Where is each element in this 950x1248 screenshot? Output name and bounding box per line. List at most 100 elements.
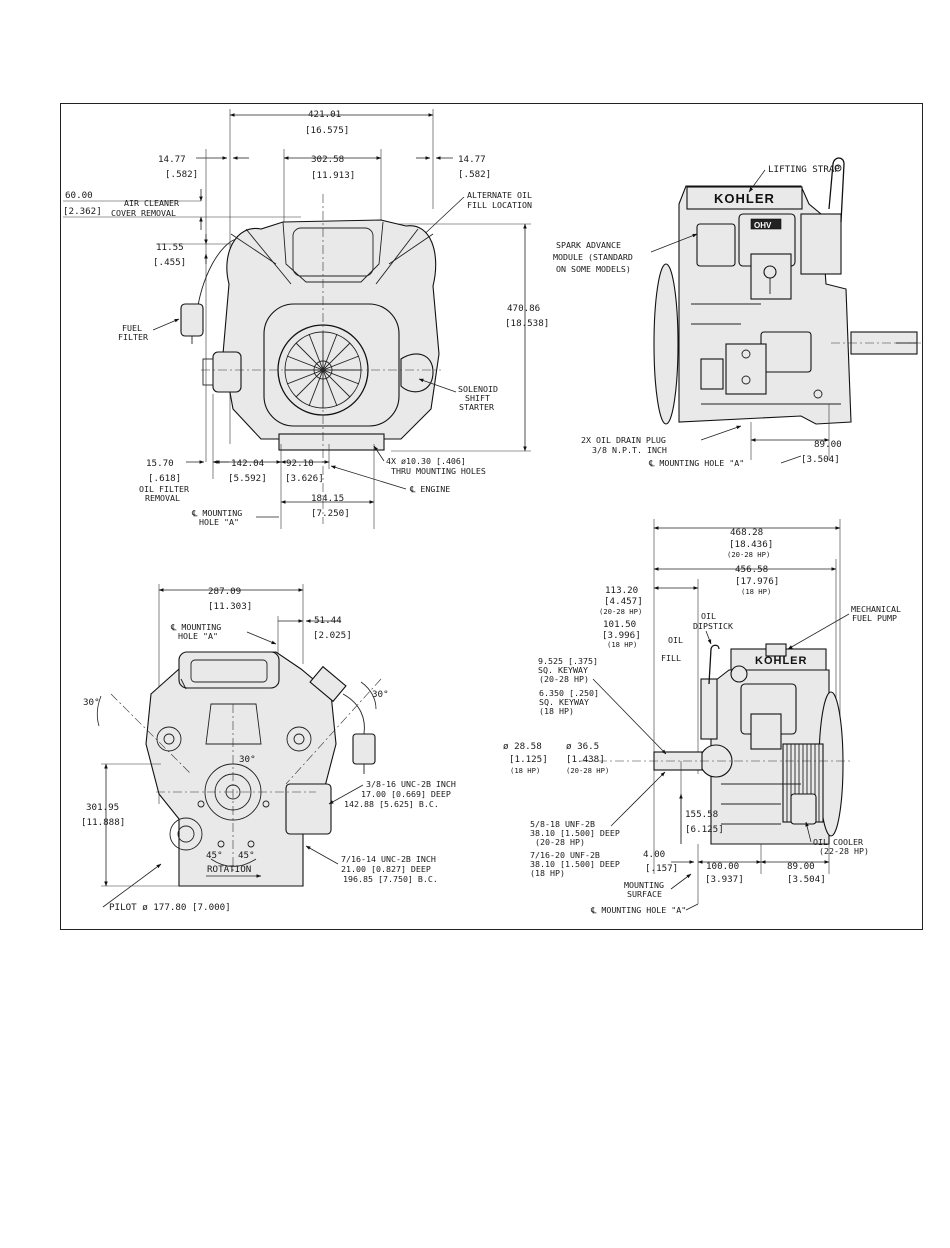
bottom-height-in: [11.888] xyxy=(81,817,125,828)
side-dim-89-mm: 89.00 xyxy=(814,439,842,450)
dim-113-hp: (20-28 HP) xyxy=(599,607,642,616)
front-view: 421.01 [16.575] 302.58 [11.913] 14.77 [.… xyxy=(63,109,549,529)
oil-cooler-label-1: OIL COOLER xyxy=(813,837,863,847)
dim-51-in: [2.025] xyxy=(313,630,352,641)
dim-470-mm: 470.86 xyxy=(507,303,540,314)
front-mount-hole-label-1: ℄ MOUNTING xyxy=(191,508,242,518)
side-dim-89-in: [3.504] xyxy=(801,454,840,465)
filter-removal-in: [.618] xyxy=(148,473,181,484)
right-thread2-line2: 38.10 [1.500] DEEP xyxy=(530,859,620,869)
dim-302-mm: 302.58 xyxy=(311,154,344,165)
mounting-surface-label-1: MOUNTING xyxy=(624,880,664,890)
fuel-pump-label-2: FUEL PUMP xyxy=(852,613,897,623)
spark-label-1: SPARK ADVANCE xyxy=(556,240,621,250)
dim-456-in: [17.976] xyxy=(735,576,779,587)
right-thread1-line3: (20-28 HP) xyxy=(535,837,585,847)
right-dim-89-in: [3.504] xyxy=(787,874,826,885)
dim-302-in: [11.913] xyxy=(311,170,355,181)
bottom-mount-hole-label-1: ℄ MOUNTING xyxy=(170,622,221,632)
air-cleaner-label-2: COVER REMOVAL xyxy=(111,208,176,218)
dim-100-mm: 100.00 xyxy=(706,861,739,872)
dim-287-mm: 287.09 xyxy=(208,586,241,597)
side-ohv-badge: OHV xyxy=(754,221,772,230)
bottom-thread1-line3: 142.88 [5.625] B.C. xyxy=(344,799,439,809)
right-dim-89-mm: 89.00 xyxy=(787,861,815,872)
shaft1-line3: (18 HP) xyxy=(510,766,540,775)
side-brand-logo: KOHLER xyxy=(714,191,775,206)
oil-fill-label-2: FILL xyxy=(661,653,681,663)
solenoid-label-2: SHIFT xyxy=(465,393,490,403)
side-view: KOHLER OHV LIFTING STRAP SPARK ADVANCE M… xyxy=(553,157,921,468)
dim-14-right-in: [.582] xyxy=(458,169,491,180)
dim-113-mm: 113.20 xyxy=(605,585,638,596)
shaft2-line1: ø 36.5 xyxy=(566,741,599,752)
side-brand-plate xyxy=(686,186,803,210)
dim-142-mm: 142.04 xyxy=(231,458,265,469)
dim-184-in: [7.250] xyxy=(311,508,350,519)
bottom-thread2-line2: 21.00 [0.827] DEEP xyxy=(341,864,431,874)
side-mount-hole-label: ℄ MOUNTING HOLE "A" xyxy=(648,458,744,468)
dim-155-mm: 155.58 xyxy=(685,809,718,820)
fuel-filter-label-1: FUEL xyxy=(122,323,142,333)
keyway2-line3: (18 HP) xyxy=(539,706,574,716)
angle-left: 30° xyxy=(83,697,100,708)
dim-101-mm: 101.50 xyxy=(603,619,636,630)
mounting-surface-label-2: SURFACE xyxy=(627,889,662,899)
dim-456-mm: 456.58 xyxy=(735,564,768,575)
dim-421-mm: 421.01 xyxy=(308,109,341,120)
air-cleaner-label-1: AIR CLEANER xyxy=(124,198,179,208)
dim-100-in: [3.937] xyxy=(705,874,744,885)
dipstick-label-2: DIPSTICK xyxy=(693,621,733,631)
mount-holes-label-2: THRU MOUNTING HOLES xyxy=(391,466,486,476)
engine-cl-label: ℄ ENGINE xyxy=(409,484,450,494)
dim-14-left-mm: 14.77 xyxy=(158,154,186,165)
drain-label-1: 2X OIL DRAIN PLUG xyxy=(581,435,666,445)
keyway2-line2: SQ. KEYWAY xyxy=(539,697,589,707)
dim-456-hp: (18 HP) xyxy=(741,587,771,596)
right-mount-hole-label: ℄ MOUNTING HOLE "A" xyxy=(590,905,686,915)
shaft1-line2: [1.125] xyxy=(509,754,548,765)
angle-right: 30° xyxy=(372,689,389,700)
air-cleaner-mm: 60.00 xyxy=(65,190,93,201)
dim-470-in: [18.538] xyxy=(505,318,549,329)
dim-287-in: [11.303] xyxy=(208,601,252,612)
dim-468-mm: 468.28 xyxy=(730,527,763,538)
dim-4-mm: 4.00 xyxy=(643,849,665,860)
oil-cooler-label-2: (22-28 HP) xyxy=(819,846,869,856)
oil-fill-label-1: OIL xyxy=(668,635,683,645)
bottom-height-mm: 301.95 xyxy=(86,802,119,813)
dim-468-in: [18.436] xyxy=(729,539,773,550)
solenoid-label-1: SOLENOID xyxy=(458,384,498,394)
angle-45-a: 45° xyxy=(206,850,223,861)
shaft2-line3: (20-28 HP) xyxy=(566,766,609,775)
air-cleaner-in: [2.362] xyxy=(63,206,102,217)
right-thread2-line3: (18 HP) xyxy=(530,868,565,878)
dipstick-label-1: OIL xyxy=(701,611,716,621)
bottom-mount-hole-label-2: HOLE "A" xyxy=(178,631,218,641)
keyway1-line3: (20-28 HP) xyxy=(539,674,589,684)
spark-label-3: ON SOME MODELS) xyxy=(556,264,631,274)
drawing-frame: 421.01 [16.575] 302.58 [11.913] 14.77 [.… xyxy=(60,103,923,930)
filter-removal-label-2: REMOVAL xyxy=(145,493,180,503)
dim-468-hp: (20-28 HP) xyxy=(727,550,770,559)
dim-113-in: [4.457] xyxy=(604,596,643,607)
right-thread1-line1: 5/8-18 UNF-2B xyxy=(530,819,595,829)
dim-421-in: [16.575] xyxy=(305,125,349,136)
front-mount-hole-label-2: HOLE "A" xyxy=(199,517,239,527)
angle-45-b: 45° xyxy=(238,850,255,861)
bottom-thread2-line3: 196.85 [7.750] B.C. xyxy=(343,874,438,884)
alt-oil-fill-label-2: FILL LOCATION xyxy=(467,200,532,210)
fuel-pump-label-1: MECHANICAL xyxy=(851,604,901,614)
dim-14-left-in: [.582] xyxy=(165,169,198,180)
keyway1-line2: SQ. KEYWAY xyxy=(538,665,588,675)
bottom-thread1-line2: 17.00 [0.669] DEEP xyxy=(361,789,451,799)
dim-142-in: [5.592] xyxy=(228,473,267,484)
solenoid-label-3: STARTER xyxy=(459,402,494,412)
angle-center: 30° xyxy=(239,754,256,765)
dim-4-in: [.157] xyxy=(645,863,678,874)
filter-removal-mm: 15.70 xyxy=(146,458,174,469)
bottom-thread2-line1: 7/16-14 UNC-2B INCH xyxy=(341,854,436,864)
keyway2-line1: 6.350 [.250] xyxy=(539,688,599,698)
engine-dimension-drawing: 421.01 [16.575] 302.58 [11.913] 14.77 [.… xyxy=(63,109,921,915)
alt-oil-fill-label-1: ALTERNATE OIL xyxy=(467,190,532,200)
